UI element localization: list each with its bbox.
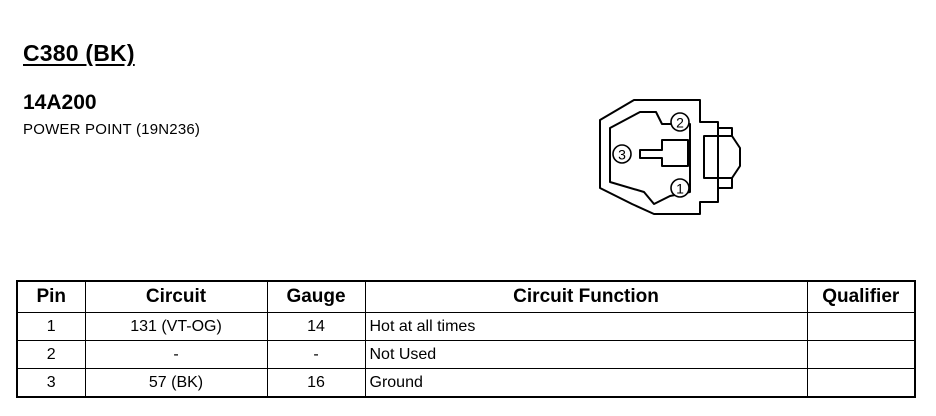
header-qualifier: Qualifier	[806, 280, 916, 313]
cell-circuit: 57 (BK)	[84, 368, 268, 398]
header-pin: Pin	[16, 280, 86, 313]
cell-gauge: 14	[266, 312, 366, 341]
pin-1-number: 1	[676, 181, 684, 197]
header-gauge: Gauge	[266, 280, 366, 313]
table-row: 2 - - Not Used	[16, 340, 916, 369]
pin-label-2: 2	[670, 112, 690, 132]
cell-gauge: -	[266, 340, 366, 369]
cell-pin: 3	[16, 368, 86, 398]
part-number: 14A200	[23, 91, 97, 114]
pin-3-number: 3	[618, 147, 626, 163]
cell-function: Not Used	[364, 340, 808, 369]
table-header-row: Pin Circuit Gauge Circuit Function Quali…	[16, 280, 916, 313]
header-circuit-function: Circuit Function	[364, 280, 808, 313]
pin-label-3: 3	[612, 144, 632, 164]
pin-2-number: 2	[676, 115, 684, 131]
connector-title: C380 (BK)	[23, 40, 135, 66]
cell-qualifier	[806, 340, 916, 369]
connector-latch	[703, 135, 741, 179]
connector-face-diagram: 2 3 1	[599, 99, 741, 215]
table-row: 3 57 (BK) 16 Ground	[16, 368, 916, 398]
cell-gauge: 16	[266, 368, 366, 398]
cell-function: Hot at all times	[364, 312, 808, 341]
cell-pin: 1	[16, 312, 86, 341]
connector-cavity-outline	[609, 111, 691, 205]
cell-function: Ground	[364, 368, 808, 398]
cell-pin: 2	[16, 340, 86, 369]
cell-circuit: 131 (VT-OG)	[84, 312, 268, 341]
pin-3-blade	[639, 139, 689, 167]
header-circuit: Circuit	[84, 280, 268, 313]
pin-label-1: 1	[670, 178, 690, 198]
connector-body-outline	[599, 99, 719, 215]
cell-circuit: -	[84, 340, 268, 369]
part-description: POWER POINT (19N236)	[23, 121, 201, 138]
cell-qualifier	[806, 312, 916, 341]
cell-qualifier	[806, 368, 916, 398]
pinout-table: Pin Circuit Gauge Circuit Function Quali…	[16, 280, 916, 398]
table-row: 1 131 (VT-OG) 14 Hot at all times	[16, 312, 916, 341]
